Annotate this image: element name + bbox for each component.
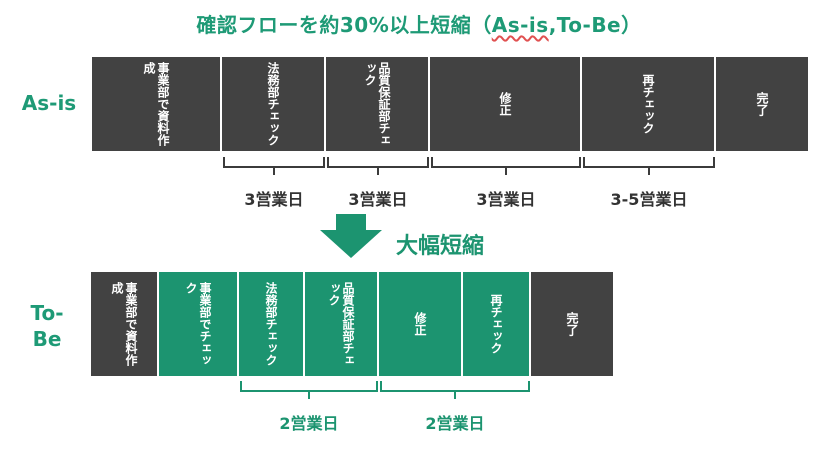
tobe-step-revise: 修正 (379, 272, 463, 376)
asis-step-label: 修正 (498, 92, 512, 116)
tobe-step-dept-check: 事業部でチェック (159, 272, 239, 376)
asis-duration-label: 3営業日 (476, 190, 536, 209)
asis-step-recheck: 再チェック (582, 57, 716, 151)
tobe-step-label: 完了 (565, 312, 579, 336)
tobe-step-create-docs: 事業部で資料作成 (91, 272, 159, 376)
tobe-step-label: 事業部で資料作成 (110, 282, 138, 366)
tobe-step-label: 事業部でチェック (184, 282, 212, 366)
tobe-duration-label: 2営業日 (279, 414, 339, 433)
asis-duration-label: 3-5営業日 (610, 190, 688, 209)
down-arrow-icon (320, 214, 382, 258)
title-main: 確認フローを約30%以上短縮（ (196, 13, 492, 37)
asis-duration-brace (223, 157, 325, 175)
tobe-step-complete: 完了 (531, 272, 613, 376)
asis-step-qa-check: 品質保証部チェック (326, 57, 430, 151)
reduction-label: 大幅短縮 (396, 234, 485, 259)
asis-step-revise: 修正 (430, 57, 582, 151)
asis-duration-brace (327, 157, 429, 175)
asis-step-legal-check: 法務部チェック (222, 57, 326, 151)
tobe-step-legal-check: 法務部チェック (239, 272, 305, 376)
page-title: 確認フローを約30%以上短縮（As-is,To-Be） (0, 9, 838, 38)
tobe-step-qa-check: 品質保証部チェック (305, 272, 379, 376)
asis-step-label: 事業部で資料作成 (142, 62, 170, 146)
tobe-duration-label: 2営業日 (425, 414, 485, 433)
asis-step-label: 品質保証部チェック (363, 62, 391, 146)
title-asis-word: As-is (491, 13, 549, 37)
asis-duration-label: 3営業日 (244, 190, 304, 209)
tobe-duration-brace (240, 381, 378, 399)
tobe-step-recheck: 再チェック (463, 272, 531, 376)
asis-step-label: 完了 (755, 92, 769, 116)
asis-step-complete: 完了 (716, 57, 808, 151)
title-tail: ,To-Be） (548, 13, 642, 37)
asis-duration-brace (583, 157, 715, 175)
asis-duration-brace (431, 157, 581, 175)
asis-row-label: As-is (21, 91, 77, 115)
asis-step-label: 再チェック (641, 74, 655, 134)
tobe-step-label: 修正 (413, 312, 427, 336)
asis-step-create-docs: 事業部で資料作成 (92, 57, 222, 151)
tobe-row-label: To-Be (30, 301, 64, 351)
asis-step-label: 法務部チェック (266, 62, 280, 146)
tobe-step-label: 品質保証部チェック (327, 282, 355, 366)
tobe-duration-brace (380, 381, 530, 399)
asis-duration-label: 3営業日 (348, 190, 408, 209)
tobe-step-label: 再チェック (489, 294, 503, 354)
tobe-step-label: 法務部チェック (264, 282, 278, 366)
